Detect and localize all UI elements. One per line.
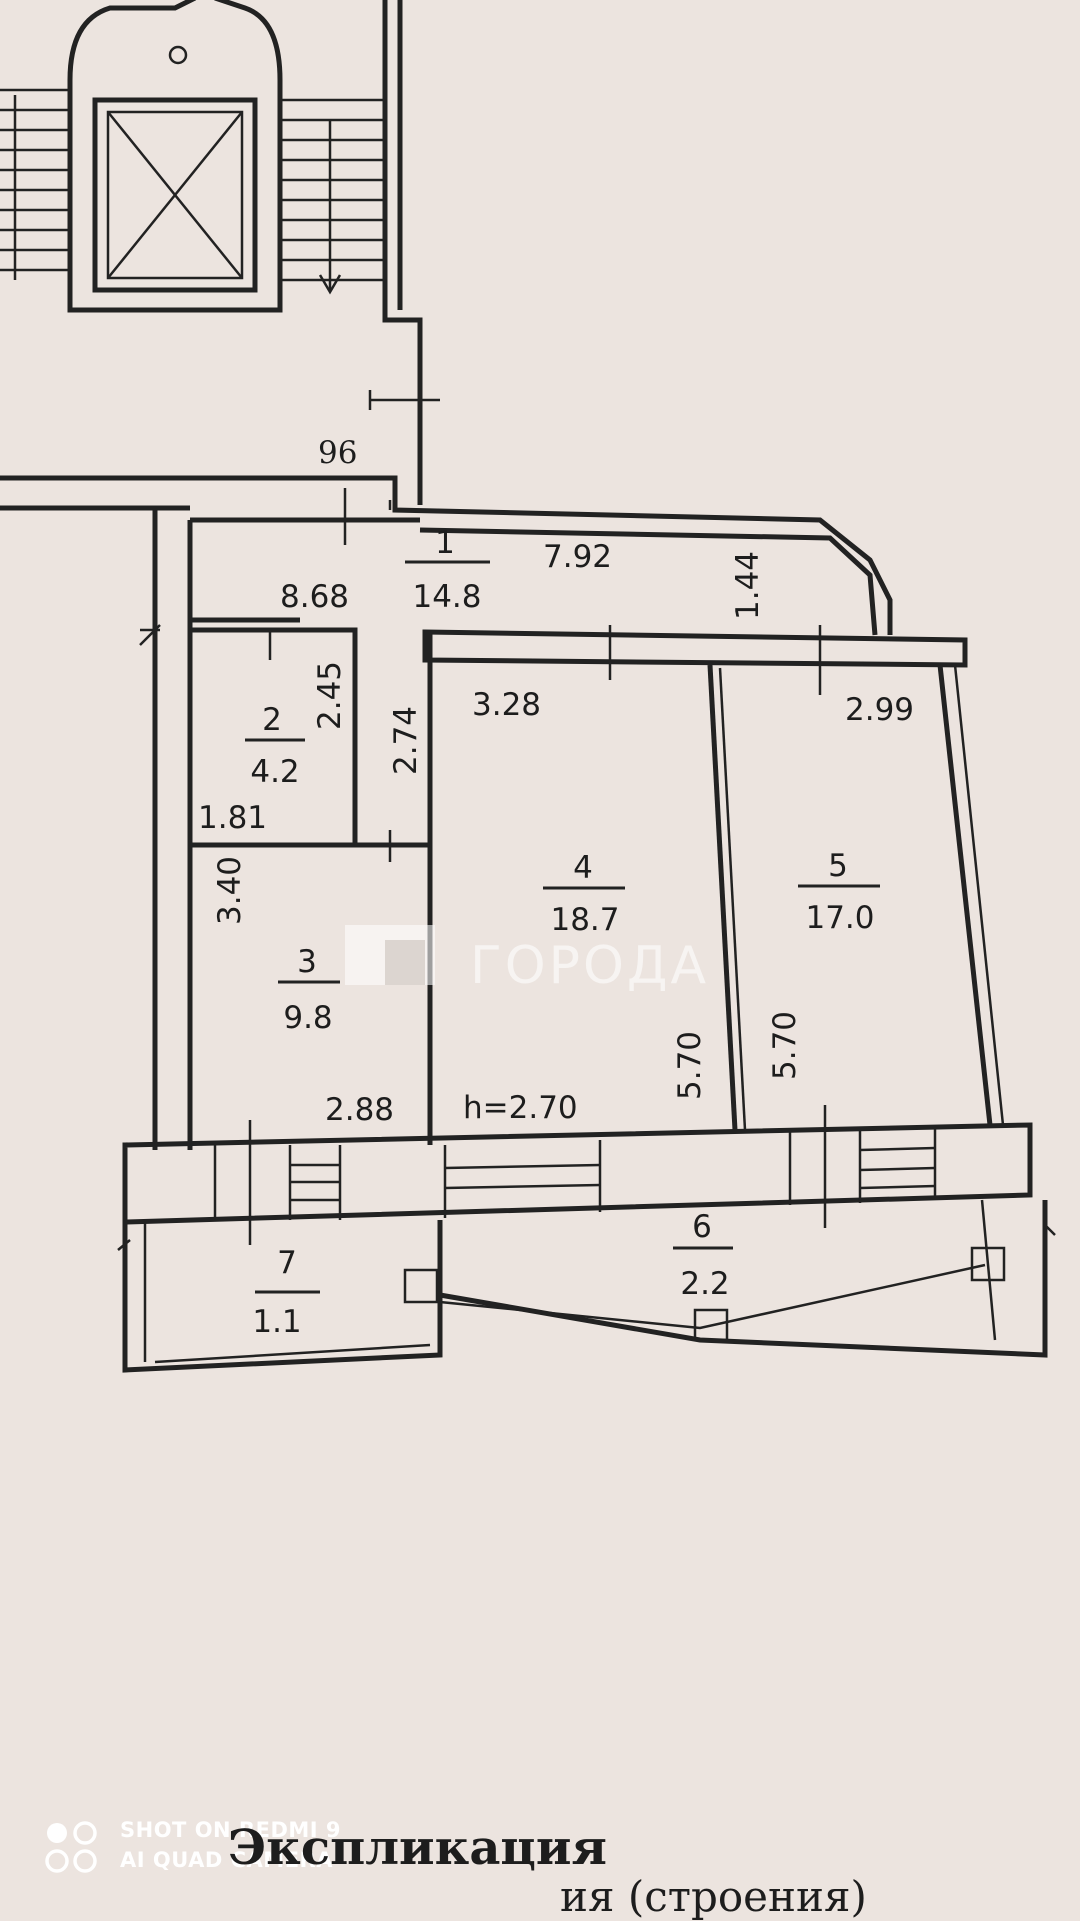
dim-5-70-room5: 5.70: [767, 1011, 803, 1080]
apartment-walls: [0, 475, 1056, 1373]
explication-subheading: ия (строения): [560, 1872, 867, 1921]
height-label: h=2.70: [463, 1090, 578, 1126]
camera-stamp-line2: AI QUAD CAMERA: [120, 1848, 333, 1872]
dim-7-92: 7.92: [543, 539, 612, 575]
stair-core: [0, 0, 440, 505]
room-7-number: 7: [277, 1245, 297, 1281]
camera-stamp-line1: SHOT ON REDMI 9: [120, 1818, 342, 1842]
room-3-area: 9.8: [283, 1000, 332, 1036]
watermark: ГОРОДА: [345, 925, 709, 996]
room-3-number: 3: [297, 944, 317, 980]
dim-1-81: 1.81: [198, 800, 267, 836]
room-4-number: 4: [573, 850, 593, 886]
dim-1-44: 1.44: [730, 551, 766, 620]
watermark-text: ГОРОДА: [470, 936, 709, 996]
dim-3-28: 3.28: [472, 687, 541, 723]
room-6-number: 6: [692, 1209, 712, 1245]
room-4-area: 18.7: [550, 902, 619, 938]
room-7-area: 1.1: [252, 1304, 301, 1340]
dim-2-45: 2.45: [312, 661, 348, 730]
room-1-number: 1: [435, 525, 455, 561]
dim-3-40: 3.40: [212, 856, 248, 925]
dim-2-74: 2.74: [388, 706, 424, 775]
dim-2-88: 2.88: [325, 1092, 394, 1128]
explication-heading: Экспликация: [228, 1820, 607, 1876]
dim-8-68: 8.68: [280, 579, 349, 615]
room-6-area: 2.2: [680, 1266, 729, 1302]
dim-5-70-room4: 5.70: [672, 1031, 708, 1100]
room-5-area: 17.0: [805, 900, 874, 936]
room-5-number: 5: [828, 848, 848, 884]
plan-labels: 96 1 14.8 7.92 1.44 8.68 2 4.2 2.45 2.74…: [198, 435, 914, 1340]
stair-code-label: 96: [318, 435, 357, 471]
room-2-number: 2: [262, 702, 282, 738]
camera-lens-icon: [45, 1821, 97, 1873]
room-2-area: 4.2: [250, 754, 299, 790]
dim-2-99: 2.99: [845, 692, 914, 728]
room-1-area: 14.8: [412, 579, 481, 615]
camera-stamp: SHOT ON REDMI 9 AI QUAD CAMERA: [44, 1815, 364, 1885]
